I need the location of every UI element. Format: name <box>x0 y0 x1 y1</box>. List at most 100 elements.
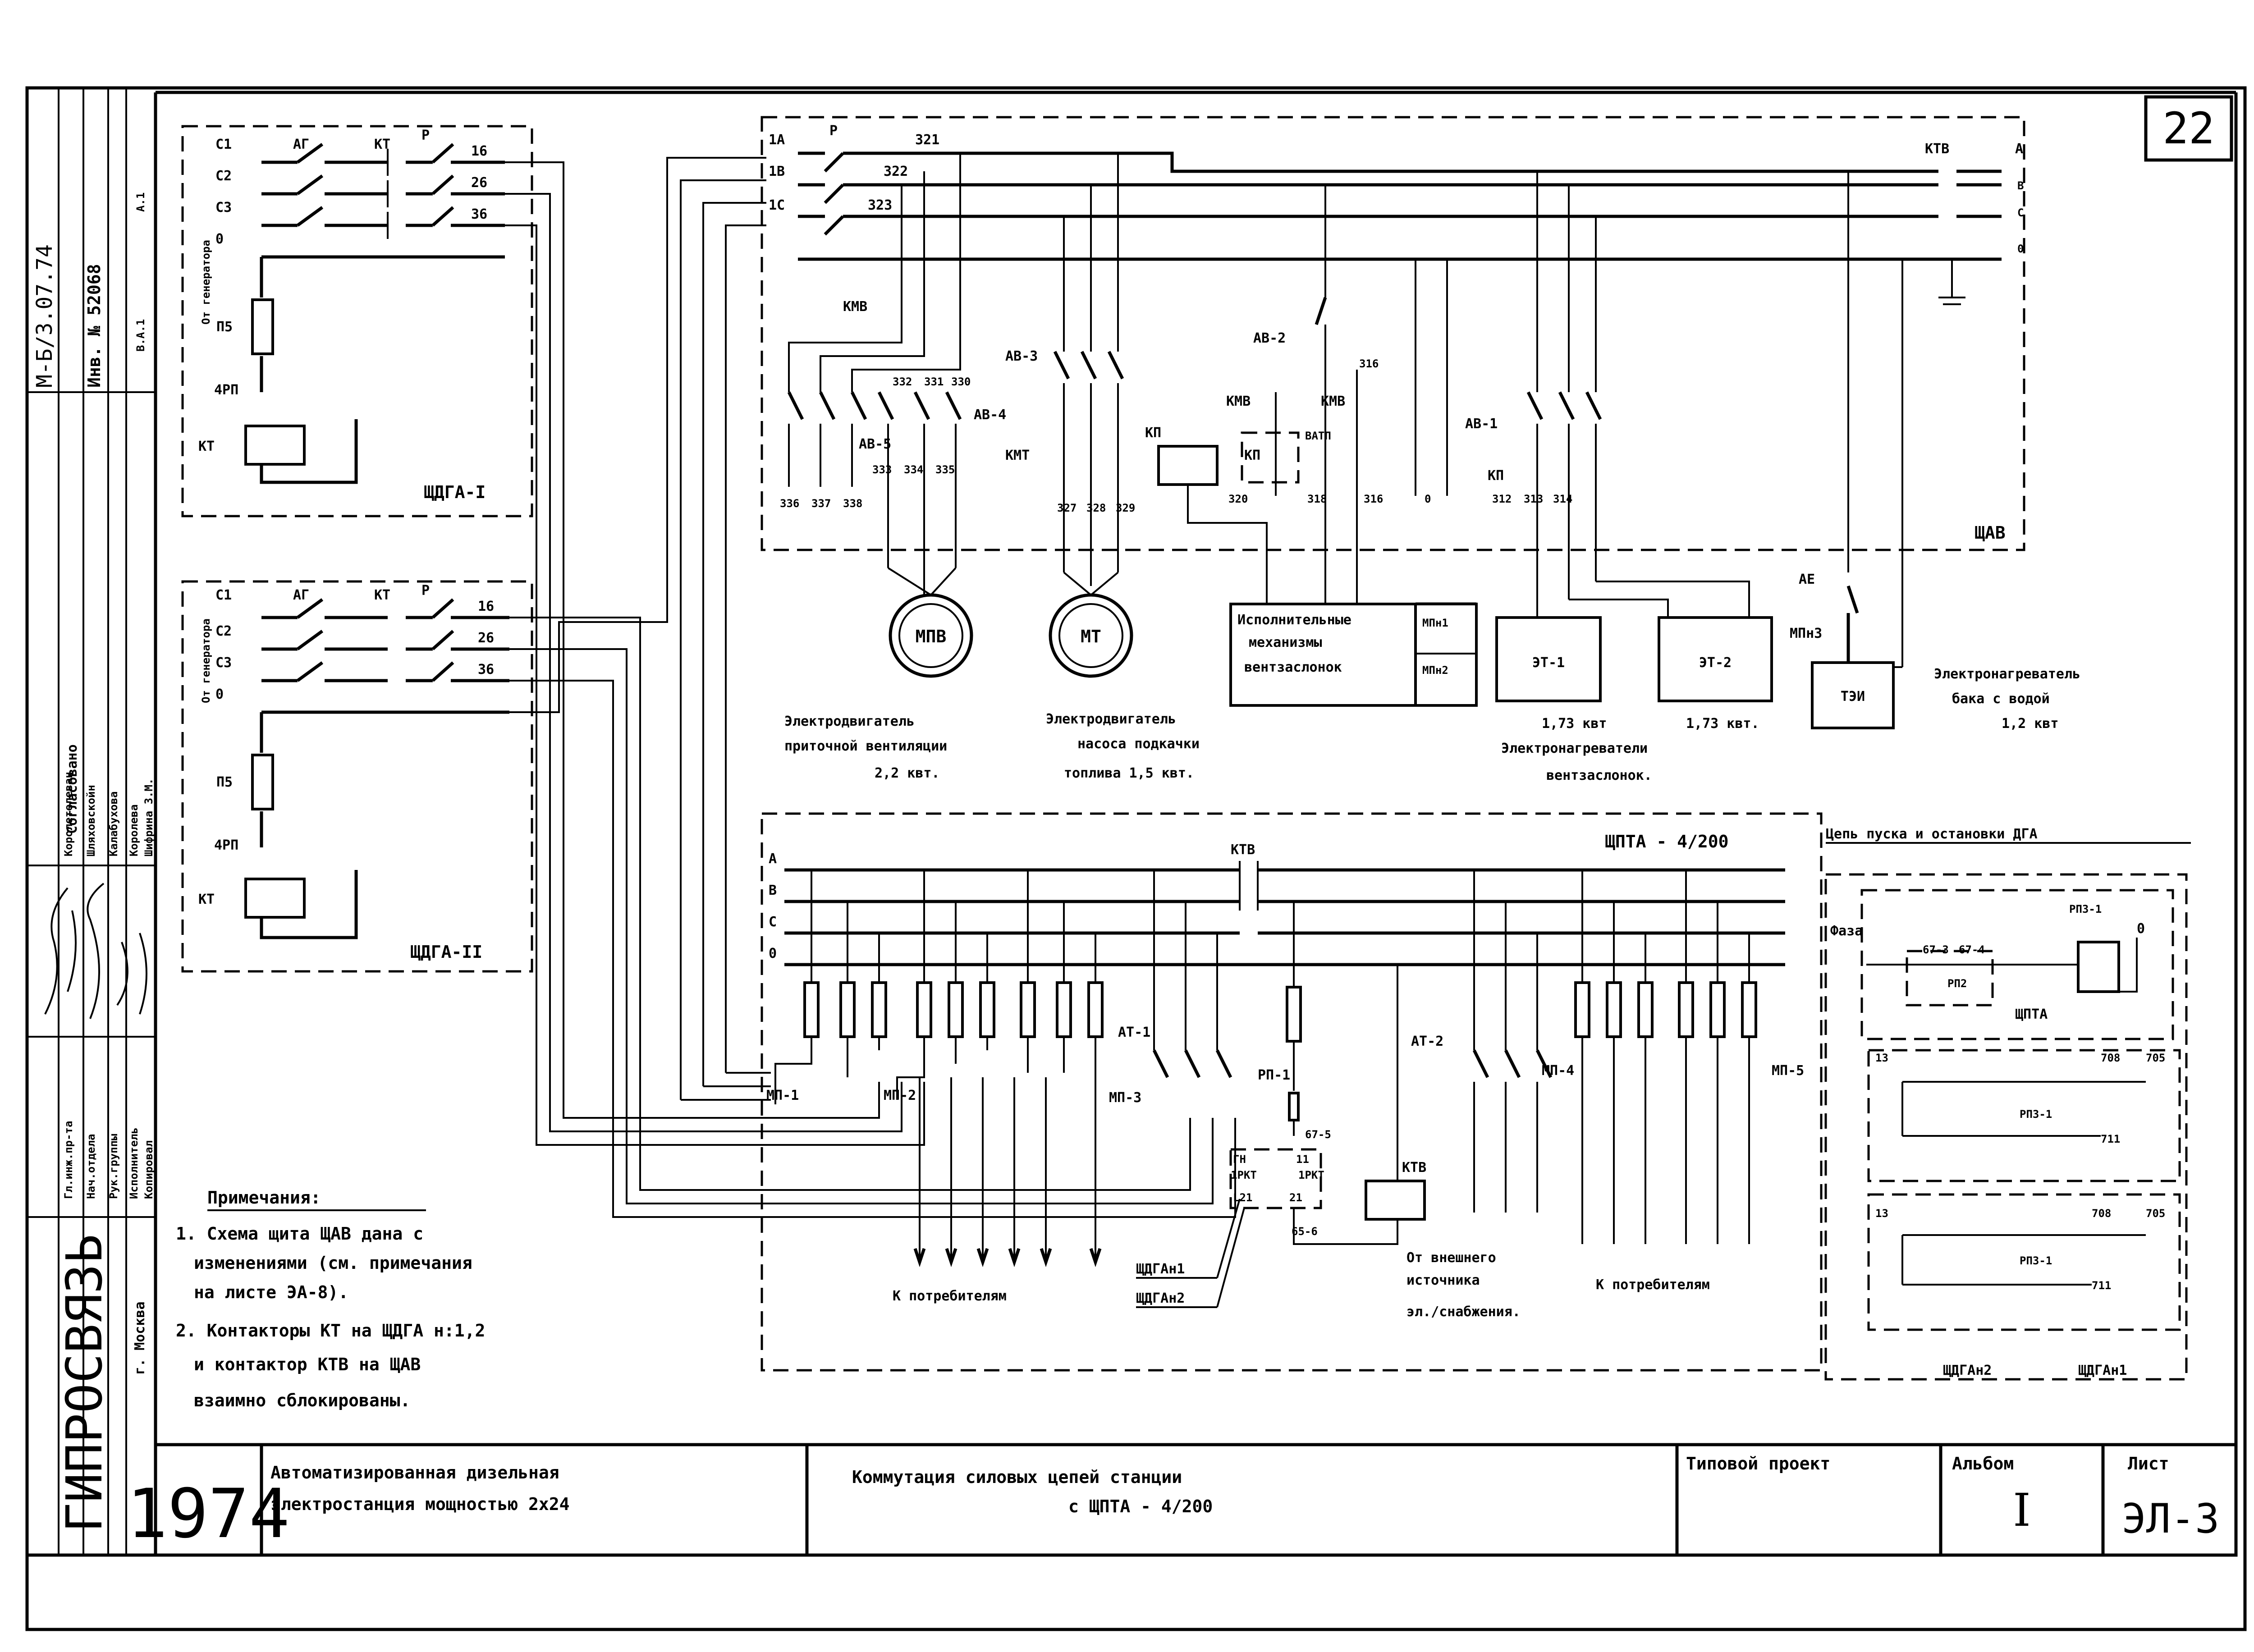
contactor-kmv-label: КМВ <box>843 299 867 315</box>
wire-number: 705 <box>2146 1052 2165 1064</box>
phase-label: С1 <box>215 587 232 603</box>
terminal-number: 329 <box>1116 502 1135 514</box>
terminal-number: 333 <box>872 463 892 476</box>
phase-label: 0 <box>769 946 777 961</box>
caption-line: вентзаслонок. <box>1546 768 1652 783</box>
caption-line: насоса подкачки <box>1077 736 1200 752</box>
panel-shpta: ЩПТА - 4/200 КТВ А В С 0 МП-1 МП-2 АТ-1 … <box>760 812 1823 1372</box>
breaker-av3-label: АВ-3 <box>1005 348 1038 364</box>
relay-4rp-label: 4РП <box>214 837 238 853</box>
name-5: Шифрина З.М. <box>142 778 155 856</box>
caption-line: 1,2 квт <box>2002 716 2058 732</box>
caption-line: 2,2 квт. <box>875 765 940 781</box>
role-group-head: Рук.группы <box>107 1134 120 1199</box>
wire-number: 322 <box>884 164 908 179</box>
wire-number: 13 <box>1875 1052 1888 1064</box>
caption-line: Электронагреватель <box>1934 666 2080 682</box>
phase-label: Фаза <box>1830 923 1863 939</box>
caption-line: приточной вентиляции <box>784 738 947 754</box>
year: 1974 <box>127 1475 289 1553</box>
wire-number: 708 <box>2092 1207 2111 1220</box>
contactor-mp3-label: МП-3 <box>1109 1090 1141 1106</box>
role-copied: Копировал <box>142 1140 155 1199</box>
contactor-kp-label: КП <box>1145 425 1161 441</box>
contactor-mp2-label: МП-2 <box>884 1088 916 1103</box>
out-label: 36 <box>478 662 494 677</box>
album-label: Альбом <box>1952 1454 2014 1474</box>
panel-label: ЩДГА-II <box>410 942 482 962</box>
phase-label: С2 <box>215 623 232 639</box>
terminal-number: 330 <box>951 375 971 388</box>
notes: Примечания: 1. Схема щита ЩАВ дана с изм… <box>176 1188 485 1410</box>
typical-project-label: Типовой проект <box>1686 1454 1830 1474</box>
terminal-number: 332 <box>893 375 912 388</box>
breaker-av5-label: АВ-5 <box>859 436 891 452</box>
phase-label: 0 <box>2017 243 2024 255</box>
motor-mt-icon <box>1049 593 1133 678</box>
inventory-number: Инв. № 52068 <box>84 264 104 388</box>
wire-number: 21 <box>1289 1191 1302 1204</box>
heater-label: ЭТ-2 <box>1699 655 1732 671</box>
heater-tei-box <box>1811 661 1895 729</box>
relay-label: РП2 <box>1947 977 1967 990</box>
terminal-number: 336 <box>780 497 799 510</box>
contactor-mp1-label: МП-1 <box>766 1088 799 1103</box>
breaker-av1-label: АВ-1 <box>1465 416 1498 432</box>
relay-label: МПн1 <box>1422 617 1448 629</box>
out-label: 26 <box>471 175 487 191</box>
relay-4rp-label: 4РП <box>214 382 238 398</box>
relay-label: ГН <box>1233 1153 1246 1166</box>
phase-label: В <box>2017 179 2024 192</box>
terminal-number: 320 <box>1228 493 1248 505</box>
phase-label: 0 <box>215 231 224 247</box>
name-1: Королетелеван <box>62 772 75 856</box>
contactor-ktv-label: КТВ <box>1231 842 1255 858</box>
relay-label: РПЗ-1 <box>2020 1108 2052 1121</box>
bus-label: 1С <box>769 197 785 213</box>
project-title-line: Автоматизированная дизельная <box>270 1463 559 1483</box>
phase-label: С <box>2017 206 2024 219</box>
wire-number: 67-5 <box>1305 1128 1331 1141</box>
sheet-number: 22 <box>2162 103 2215 154</box>
name-2: Шляховскойн <box>85 785 97 856</box>
sheet-label: Лист <box>2128 1454 2169 1474</box>
caption-line: источника <box>1406 1272 1480 1288</box>
caption-line: механизмы <box>1249 635 1322 650</box>
terminal-number: 337 <box>811 497 831 510</box>
wire-number: 67-4 <box>1959 943 1985 956</box>
album-value: I <box>2013 1484 2031 1537</box>
caption-line: Электродвигатель <box>784 714 915 729</box>
relay-label: 1РКТ <box>1298 1169 1324 1181</box>
panel-label: ЩДГА-I <box>424 482 486 502</box>
wire-number: 65-6 <box>1292 1225 1318 1238</box>
wire-number: 705 <box>2146 1207 2165 1220</box>
contactor-kt-label: КТ <box>374 587 390 603</box>
wire-number: 711 <box>2092 1279 2111 1292</box>
caption-line: Электронагреватели <box>1501 741 1648 756</box>
caption-line: Электродвигатель <box>1046 711 1176 727</box>
contact-kmv-label: КМВ <box>1226 394 1251 409</box>
terminal-number: 313 <box>1524 493 1543 505</box>
caption-line: бака с водой <box>1952 691 2050 707</box>
sdga-ref-label: ЩДГАн1 <box>2078 1363 2127 1378</box>
out-label: 16 <box>478 599 494 614</box>
caption-line: вентзаслонок <box>1244 659 1342 675</box>
phase-label: С1 <box>215 137 232 152</box>
sdga-ref-label: ЩДГАн2 <box>1136 1290 1185 1306</box>
fuse-row-left <box>774 870 1104 1268</box>
out-label: 16 <box>471 143 487 159</box>
side-stamp: М-Б/3.07.74 Инв. № 52068 А.1 В.А.1 Согла… <box>27 88 156 1555</box>
sdga-ref-label: ЩДГАн1 <box>1136 1261 1185 1277</box>
wire-number: 11 <box>1296 1153 1309 1166</box>
zero-label: 0 <box>2137 921 2145 937</box>
shpta-ref-label: ЩПТА <box>2015 1007 2048 1022</box>
breaker-at1-label: АТ-1 <box>1118 1025 1150 1040</box>
breaker-av4-label: АВ-4 <box>974 407 1006 423</box>
contactor-mpn3-label: МПн3 <box>1790 626 1822 641</box>
consumers-caption: К потребителям <box>1596 1277 1710 1293</box>
caption-line: Исполнительные <box>1237 612 1351 628</box>
motor-mt-label: МТ <box>1081 627 1101 646</box>
start-circuit-title: Цепь пуска и остановки ДГА <box>1826 826 2038 842</box>
out-label: 36 <box>471 206 487 222</box>
